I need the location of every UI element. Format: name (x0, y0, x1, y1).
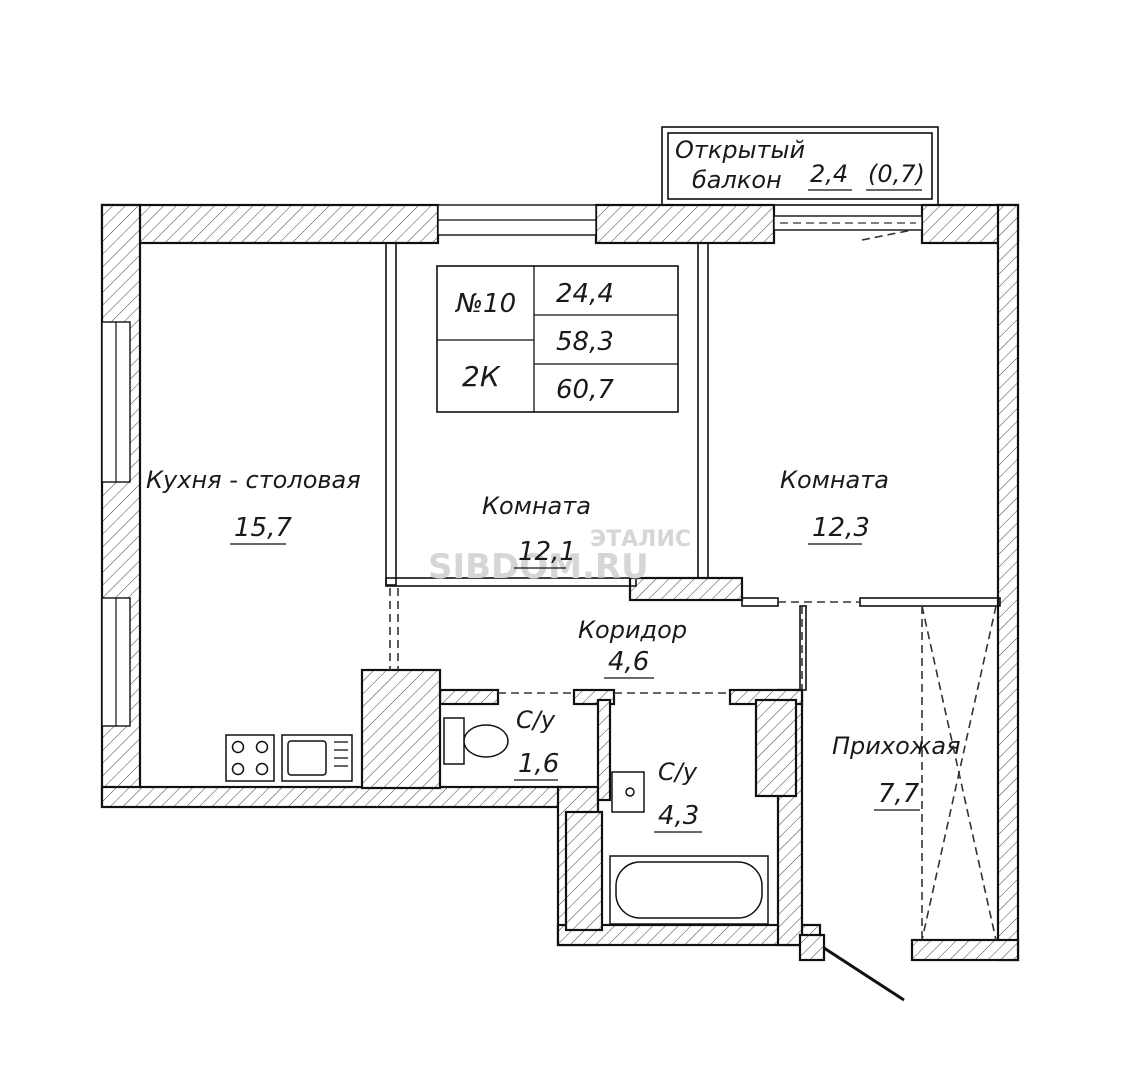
shaft-block-bath2 (564, 810, 604, 932)
wall-entry-stub (798, 933, 826, 962)
wall-top-mid (594, 203, 776, 245)
shaft-block-bath (754, 698, 798, 798)
wall-wc-top-left (438, 688, 500, 706)
partition-kitchen-room (385, 242, 397, 586)
watermark-line1: ЭТАЛИС (590, 527, 691, 552)
corridor-area: 4,6 (608, 647, 649, 677)
wall-top-left (100, 203, 440, 245)
summary-table: №10 2К 24,4 58,3 60,7 (436, 265, 679, 413)
room-labels: Кухня - столовая 15,7 Комната 12,1 Комна… (146, 466, 961, 833)
stove (225, 734, 275, 782)
partition-right-room-bottom2 (859, 597, 1001, 607)
bathtub (609, 855, 769, 925)
room-right-name: Комната (780, 466, 889, 494)
balcony-label-line2: балкон (692, 166, 782, 194)
watermark-line2: SIBDOM.RU (428, 547, 649, 587)
apartment-number: №10 (454, 289, 516, 319)
wall-room-bottom-stub (628, 576, 744, 602)
windows (101, 204, 923, 727)
washbasin (611, 771, 645, 813)
balcony-reduced-area: (0,7) (868, 160, 925, 188)
room-center-name: Комната (482, 492, 591, 520)
wall-hall-divider (799, 605, 807, 691)
wall-bottom-left (100, 785, 562, 809)
balcony-area: 2,4 (810, 160, 848, 188)
balcony-outline (661, 126, 939, 206)
fixtures (225, 717, 769, 925)
wc-bath-name: С/у (658, 758, 698, 786)
hallway-name: Прихожая (832, 732, 961, 760)
hallway-area: 7,7 (878, 779, 920, 809)
wc-small-area: 1,6 (518, 749, 559, 779)
kitchen-area: 15,7 (234, 513, 292, 543)
wc-bath-area: 4,3 (658, 801, 699, 831)
room-center-area: 12,1 (518, 537, 576, 567)
partition-room-room (697, 242, 709, 586)
partition-right-room-bottom (741, 597, 779, 607)
corridor-name: Коридор (578, 616, 687, 644)
balcony: Открытый балкон 2,4 (0,7) (661, 126, 939, 206)
apartment-type: 2К (462, 360, 501, 393)
wall-hall-bottom (910, 938, 1020, 962)
partition-room-bottom (385, 577, 637, 587)
balcony-label-line1: Открытый (675, 136, 805, 164)
openings (389, 229, 997, 1002)
watermark: ЭТАЛИС SIBDOM.RU (428, 527, 691, 587)
wall-wc-divider (596, 698, 612, 802)
shaft-block (360, 668, 442, 790)
room-right-area: 12,3 (812, 513, 870, 543)
apartment-area-2: 60,7 (556, 375, 614, 405)
wall-right (996, 203, 1020, 962)
wc-small-name: С/у (516, 706, 556, 734)
apartment-area-1: 58,3 (556, 327, 614, 357)
kitchen-name: Кухня - столовая (146, 466, 361, 494)
toilet (443, 717, 509, 765)
balcony-inner (667, 132, 933, 200)
apartment-area-0: 24,4 (556, 279, 614, 309)
